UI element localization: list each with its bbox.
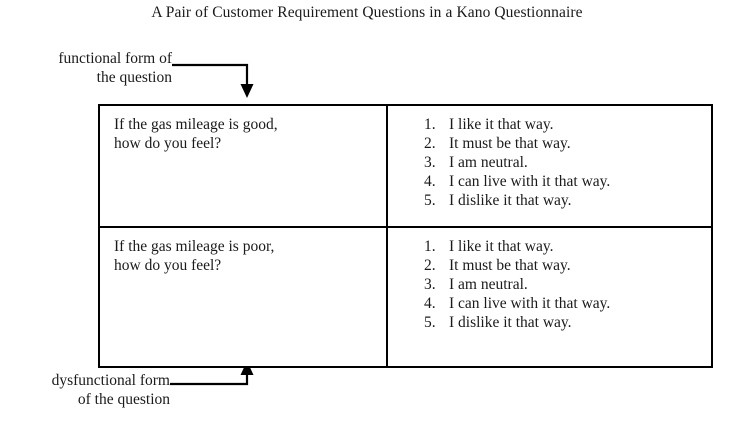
answer-text: It must be that way. xyxy=(449,257,571,274)
figure-title: A Pair of Customer Requirement Questions… xyxy=(151,4,583,21)
list-item[interactable]: 5. I dislike it that way. xyxy=(388,313,711,332)
functional-form-label-line2: the question xyxy=(96,69,172,86)
functional-form-label-line1: functional form of xyxy=(58,50,172,67)
answer-number: 3. xyxy=(424,154,436,171)
answer-number: 5. xyxy=(424,192,436,209)
list-item[interactable]: 4. I can live with it that way. xyxy=(388,172,711,191)
answer-text: I like it that way. xyxy=(449,238,554,255)
answer-text: I can live with it that way. xyxy=(449,173,611,190)
list-item[interactable]: 4. I can live with it that way. xyxy=(388,294,711,313)
table-row-functional: If the gas mileage is good, how do you f… xyxy=(98,104,713,228)
answer-text: I am neutral. xyxy=(449,276,528,293)
list-item[interactable]: 1. I like it that way. xyxy=(388,237,711,256)
list-item[interactable]: 1. I like it that way. xyxy=(388,115,711,134)
dysfunctional-form-label: dysfunctional form of the question xyxy=(0,371,170,409)
list-item[interactable]: 3. I am neutral. xyxy=(388,153,711,172)
answer-text: I can live with it that way. xyxy=(449,295,611,312)
dysfunctional-answers-cell: 1. I like it that way. 2. It must be tha… xyxy=(386,226,713,368)
list-item[interactable]: 5. I dislike it that way. xyxy=(388,191,711,210)
answer-text: I like it that way. xyxy=(449,116,554,133)
functional-question-line2: how do you feel? xyxy=(114,135,222,152)
functional-question-line1: If the gas mileage is good, xyxy=(114,116,278,133)
dysfunctional-answers-list: 1. I like it that way. 2. It must be tha… xyxy=(388,228,711,332)
dysfunctional-question-cell: If the gas mileage is poor, how do you f… xyxy=(98,226,388,368)
functional-answers-cell: 1. I like it that way. 2. It must be tha… xyxy=(386,104,713,228)
answer-number: 5. xyxy=(424,314,436,331)
dysfunctional-form-label-line2: of the question xyxy=(77,391,170,408)
answer-number: 1. xyxy=(424,238,436,255)
answer-number: 2. xyxy=(424,135,436,152)
answer-number: 4. xyxy=(424,295,436,312)
table-row-dysfunctional: If the gas mileage is poor, how do you f… xyxy=(98,226,713,368)
functional-leader-arrow xyxy=(172,63,254,98)
answer-text: I am neutral. xyxy=(449,154,528,171)
answer-number: 1. xyxy=(424,116,436,133)
dysfunctional-form-label-line1: dysfunctional form xyxy=(51,372,170,389)
answer-text: I dislike it that way. xyxy=(449,314,572,331)
answer-number: 2. xyxy=(424,257,436,274)
answer-number: 3. xyxy=(424,276,436,293)
dysfunctional-question-line2: how do you feel? xyxy=(114,257,222,274)
answer-text: It must be that way. xyxy=(449,135,571,152)
list-item[interactable]: 2. It must be that way. xyxy=(388,256,711,275)
kano-question-table: If the gas mileage is good, how do you f… xyxy=(98,104,713,368)
list-item[interactable]: 2. It must be that way. xyxy=(388,134,711,153)
functional-answers-list: 1. I like it that way. 2. It must be tha… xyxy=(388,106,711,210)
functional-form-label: functional form of the question xyxy=(0,49,172,87)
dysfunctional-question-line1: If the gas mileage is poor, xyxy=(114,238,275,255)
list-item[interactable]: 3. I am neutral. xyxy=(388,275,711,294)
answer-number: 4. xyxy=(424,173,436,190)
answer-text: I dislike it that way. xyxy=(449,192,572,209)
functional-question-cell: If the gas mileage is good, how do you f… xyxy=(98,104,388,228)
